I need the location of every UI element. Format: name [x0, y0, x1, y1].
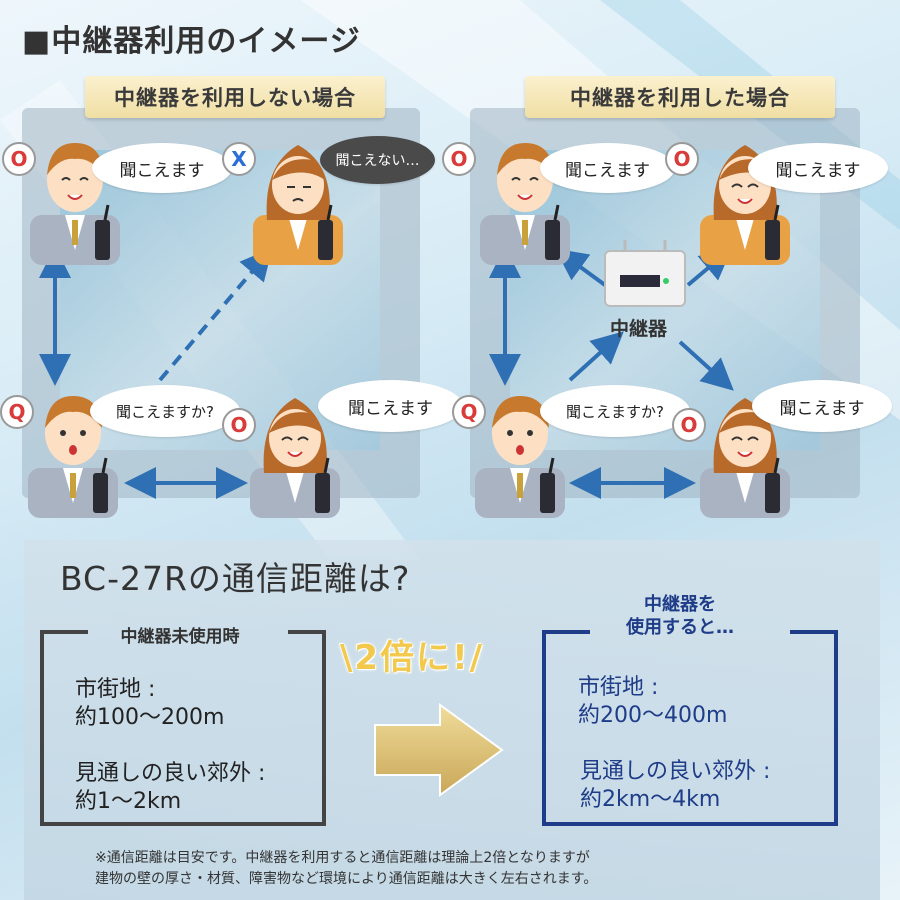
footnote-line-2: 建物の壁の厚さ・材質、障害物など環境により通信距離は大きく左右されます。 [95, 871, 598, 887]
bubble-top-left: 聞こえます [540, 143, 675, 193]
bracket-with [542, 630, 838, 826]
bracket-without-header: 中継器未使用時 [120, 627, 240, 647]
person-man-top-left [480, 143, 570, 265]
sign-cross-icon: X [222, 142, 256, 176]
sign-circle-icon: O [442, 142, 476, 176]
page-title: ■中継器利用のイメージ [22, 24, 361, 59]
bracket-with-header-line1: 中継器を [644, 594, 716, 615]
bubble-top-right: 聞こえない… [320, 136, 435, 184]
with-urban-value: 約200〜400m [578, 703, 728, 728]
person-woman-bottom-right [700, 398, 790, 518]
bubble-top-right: 聞こえます [748, 143, 888, 193]
bubble-top-left: 聞こえます [92, 143, 232, 193]
without-urban-value: 約100〜200m [75, 705, 225, 730]
label-with-repeater: 中継器を利用した場合 [525, 76, 835, 118]
sign-circle-icon: O [222, 408, 256, 442]
sign-question-icon: Q [0, 395, 34, 429]
multiplier-text: \2倍に!/ [340, 638, 484, 678]
person-woman-top-right [253, 145, 343, 265]
person-man-top-left [30, 143, 120, 265]
bubble-bottom-left: 聞こえますか? [90, 385, 240, 437]
sign-circle-icon: O [665, 142, 699, 176]
with-urban-label: 市街地 : [578, 675, 659, 700]
with-suburb-value: 約2km〜4km [580, 787, 721, 812]
bubble-bottom-right: 聞こえます [752, 380, 892, 432]
without-suburb-label: 見通しの良い郊外 : [75, 761, 266, 786]
repeater-device-icon [604, 240, 686, 307]
right-arrow-icon [374, 703, 504, 797]
bracket-with-header-line2: 使用すると… [626, 617, 734, 638]
repeater-label: 中継器 [610, 318, 668, 340]
label-without-repeater: 中継器を利用しない場合 [85, 76, 385, 118]
person-man-bottom-left [28, 396, 118, 518]
sign-circle-icon: O [2, 142, 36, 176]
sign-circle-icon: O [672, 408, 706, 442]
distance-title: BC-27Rの通信距離は? [60, 559, 411, 598]
footnote: ※通信距離は目安です。中継器を利用すると通信距離は理論上2倍となりますが 建物の… [95, 848, 597, 890]
bubble-bottom-right: 聞こえます [318, 380, 463, 432]
footnote-line-1: ※通信距離は目安です。中継器を利用すると通信距離は理論上2倍となりますが [95, 850, 590, 866]
bubble-bottom-left: 聞こえますか? [540, 385, 690, 437]
without-urban-label: 市街地 : [75, 677, 156, 702]
bracket-without [40, 630, 326, 826]
without-suburb-value: 約1〜2km [75, 789, 182, 814]
person-woman-bottom-right [250, 398, 340, 518]
with-suburb-label: 見通しの良い郊外 : [580, 759, 771, 784]
sign-question-icon: Q [452, 395, 486, 429]
person-man-bottom-left [475, 396, 565, 518]
